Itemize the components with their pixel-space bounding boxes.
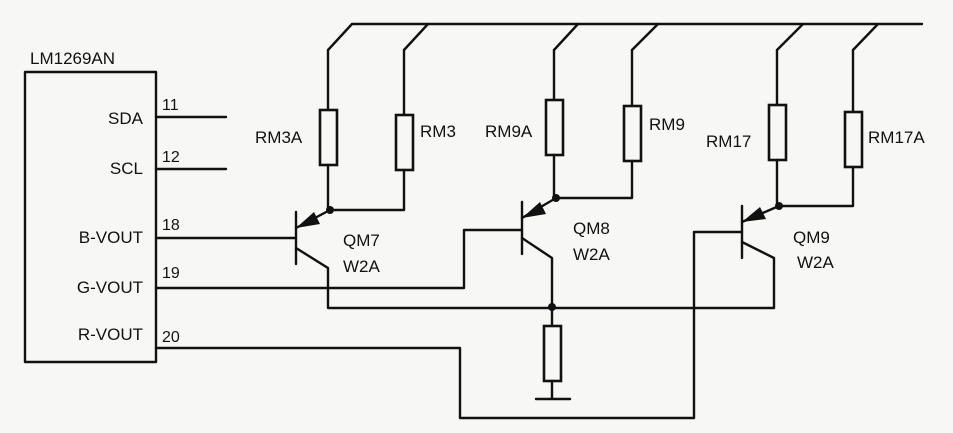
- resistor-rm9a: RM9A: [485, 48, 565, 202]
- emitter-resistor: [542, 324, 563, 400]
- ic-title: LM1269AN: [30, 49, 115, 68]
- pin-number-12: 12: [162, 149, 180, 166]
- pin-number-18: 18: [162, 217, 180, 234]
- pin-number-11: 11: [162, 97, 179, 114]
- pin-label-scl: SCL: [110, 159, 143, 178]
- ic-body: [23, 70, 158, 364]
- transistor-qm9: QM9 W2A: [550, 204, 835, 310]
- label-qm9-type: W2A: [797, 253, 835, 272]
- label-rm9: RM9: [649, 115, 685, 134]
- resistor-rm9: RM9: [554, 48, 685, 200]
- pin-label-sda: SDA: [108, 109, 144, 128]
- label-rm9a: RM9A: [485, 122, 533, 141]
- pin-label-r-vout: R-VOUT: [78, 325, 143, 344]
- pin-number-20: 20: [162, 329, 180, 346]
- transistor-qm7: QM7 W2A: [294, 208, 554, 310]
- label-qm7: QM7: [343, 231, 380, 250]
- resistor-rm3: RM3: [328, 48, 456, 212]
- label-qm9: QM9: [793, 228, 830, 247]
- label-qm8: QM8: [573, 219, 610, 238]
- label-rm3a: RM3A: [255, 128, 303, 147]
- label-rm3: RM3: [420, 122, 456, 141]
- transistor-qm8: QM8 W2A: [520, 196, 611, 328]
- pin-number-19: 19: [162, 265, 180, 282]
- label-qm8-type: W2A: [573, 245, 611, 264]
- wire-r-vout: [154, 230, 744, 420]
- ic-lm1269an: LM1269AN SDA SCL B-VOUT G-VOUT R-VOUT: [23, 49, 158, 364]
- resistor-rm3a: RM3A: [255, 48, 339, 212]
- resistor-rm17a: RM17A: [777, 48, 925, 208]
- label-rm17a: RM17A: [868, 128, 925, 147]
- label-qm7-type: W2A: [343, 257, 381, 276]
- pin-label-b-vout: B-VOUT: [79, 228, 143, 247]
- wire-g-vout: [154, 228, 524, 290]
- label-rm17: RM17: [706, 132, 751, 151]
- supply-rail: [326, 22, 924, 52]
- ic-pins: 11 12 18 19 20: [154, 97, 228, 346]
- pin-label-g-vout: G-VOUT: [77, 278, 143, 297]
- resistor-rm17: RM17: [706, 48, 788, 207]
